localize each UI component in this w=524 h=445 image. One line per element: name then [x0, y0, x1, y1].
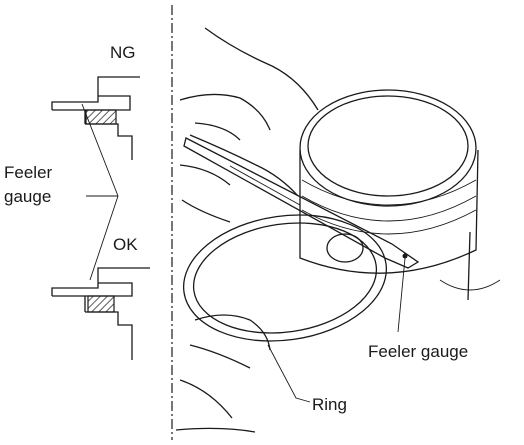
label-ng: NG — [110, 43, 136, 62]
label-ok: OK — [113, 235, 138, 254]
feeler-leader-right — [397, 257, 406, 333]
label-feeler-right: Feeler gauge — [368, 342, 468, 361]
feeler-leader-left — [81, 103, 119, 281]
hands — [175, 27, 319, 433]
ring-leader — [267, 344, 311, 403]
feeler-gauge-blade — [183, 137, 420, 269]
piston — [299, 89, 501, 301]
label-feeler-left-1: Feeler — [4, 163, 53, 182]
label-ring: Ring — [312, 395, 347, 414]
piston-ring — [182, 214, 388, 342]
ng-detail — [51, 76, 140, 160]
label-feeler-left-2: gauge — [4, 187, 51, 206]
ok-detail — [51, 267, 150, 360]
